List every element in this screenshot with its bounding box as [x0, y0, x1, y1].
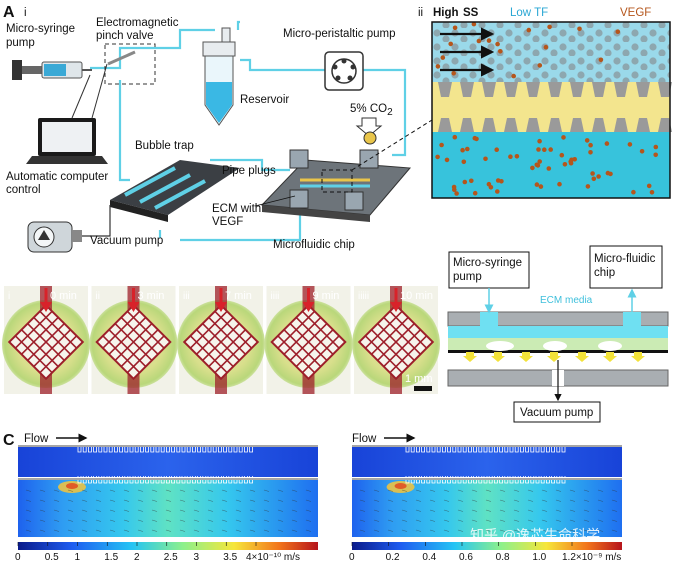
peristaltic-pump-icon	[324, 51, 364, 91]
valve-cable	[91, 63, 108, 119]
inset-vegf-label: VEGF	[620, 7, 651, 19]
computer-icon	[26, 118, 108, 164]
reservoir-icon	[202, 27, 236, 126]
bubble-trap-label: Bubble trap	[135, 140, 194, 152]
frame-i: i 0 min	[2, 286, 90, 394]
co2-arrow-icon	[355, 117, 383, 137]
inset-diagram	[431, 21, 672, 199]
pinch-valve-label-2: pinch valve	[96, 30, 154, 42]
micro-syringe-pump	[12, 60, 92, 80]
schematic-chip-label-1: Micro-fluidic	[594, 253, 656, 265]
sim-scale-label: 200 μm	[625, 512, 659, 523]
frame-iiii: iiii 9 min	[264, 286, 353, 394]
ecm-media-label: ECM media	[540, 295, 593, 306]
ecm-label-2: VEGF	[212, 216, 243, 228]
frame-time-iii: 7 min	[225, 290, 252, 302]
pipe-plugs-label: Pipe plugs	[222, 165, 276, 177]
pinch-valve-icon	[107, 50, 136, 66]
panel-label-c: C	[3, 432, 15, 449]
colorbar-tick: 2	[134, 552, 140, 563]
vacuum-pump-icon	[27, 221, 82, 253]
colorbar-tick: 0.4	[422, 552, 436, 563]
colorbar-tick: 0.5	[45, 552, 59, 563]
panel-label-a-i: i	[24, 7, 27, 19]
simulation-right	[352, 444, 622, 537]
peristaltic-pump-label: Micro-peristaltic pump	[283, 28, 395, 40]
colorbar-tick: 1.0	[532, 552, 546, 563]
reservoir-label: Reservoir	[240, 94, 289, 106]
colorbar-tick: 1.2×10⁻⁹ m/s	[562, 552, 621, 563]
flow-schematic	[447, 245, 669, 423]
micro-syringe-pump-label-1: Micro-syringe	[6, 23, 75, 35]
computer-label-2: control	[6, 184, 41, 196]
colorbar-left	[18, 542, 318, 550]
scale-bar-label: 1 mm	[405, 373, 433, 385]
pinch-valve-box	[104, 43, 156, 85]
simulation-left	[18, 444, 318, 537]
co2-label: 5% CO2	[350, 103, 393, 118]
microfluidic-chip-label: Microfluidic chip	[273, 239, 355, 251]
flow-label-right: Flow	[352, 433, 377, 445]
vacuum-pump-label: Vacuum pump	[90, 235, 163, 247]
colorbar-tick: 0.6	[459, 552, 473, 563]
frame-iiiii: iiiii 10 min	[352, 286, 440, 394]
frame-iii: iii 7 min	[177, 286, 265, 394]
frame-index-i: i	[8, 291, 10, 302]
watermark: 知乎 @逸芯生命科学	[470, 527, 600, 543]
colorbar-tick: 1	[75, 552, 81, 563]
colorbar-tick: 3	[194, 552, 200, 563]
frame-index-ii: ii	[96, 291, 100, 302]
colorbar-tick: 0.2	[386, 552, 400, 563]
inset-low-tf-label: Low TF	[510, 7, 548, 19]
computer-label-1: Automatic computer	[6, 171, 108, 183]
frame-time-iiii: 9 min	[313, 290, 340, 302]
frame-time-ii: 3 min	[138, 290, 165, 302]
micro-syringe-pump-label-2: pump	[6, 37, 35, 49]
frame-index-iii: iii	[183, 291, 190, 302]
inset-ss-label: SS	[463, 7, 479, 19]
chip-zoom-box	[321, 169, 353, 193]
frame-ii: ii 3 min	[89, 286, 178, 394]
schematic-syringe-label-2: pump	[453, 271, 482, 283]
colorbar-tick: 0	[15, 552, 21, 563]
frame-time-i: 0 min	[50, 290, 77, 302]
panel-label-a: A	[3, 4, 15, 21]
ecm-label-1: ECM with	[212, 203, 261, 215]
tubing	[90, 20, 407, 242]
computer-cable	[71, 74, 91, 119]
frame-index-iiiii: iiiii	[358, 291, 369, 302]
schematic-chip-label-2: chip	[594, 267, 615, 279]
colorbar-tick: 1.5	[104, 552, 118, 563]
schematic-syringe-label-1: Micro-syringe	[453, 257, 522, 269]
colorbar-tick: 0	[349, 552, 355, 563]
colorbar-tick: 0.8	[496, 552, 510, 563]
panel-label-a-ii: ii	[418, 7, 423, 19]
colorbar-tick: 2.5	[164, 552, 178, 563]
time-lapse-frames: i 0 min ii 3 min iii 7 min iiii 9 min iiiii 10 mi…	[2, 286, 440, 394]
colorbar-tick: 3.5	[223, 552, 237, 563]
schematic-vacuum-label: Vacuum pump	[520, 407, 593, 419]
colorbar-right	[352, 542, 622, 550]
flow-label-left: Flow	[24, 433, 49, 445]
microfluidic-chip-icon	[260, 131, 412, 222]
frame-index-iiii: iiii	[271, 291, 280, 302]
inset-high-label: High	[433, 7, 459, 19]
bubble-trap-icon	[110, 160, 240, 222]
pinch-valve-label-1: Electromagnetic	[96, 17, 179, 29]
frame-time-iiiii: 10 min	[400, 290, 433, 302]
scale-bar	[414, 386, 432, 391]
colorbar-tick: 4×10⁻¹⁰ m/s	[246, 552, 300, 563]
